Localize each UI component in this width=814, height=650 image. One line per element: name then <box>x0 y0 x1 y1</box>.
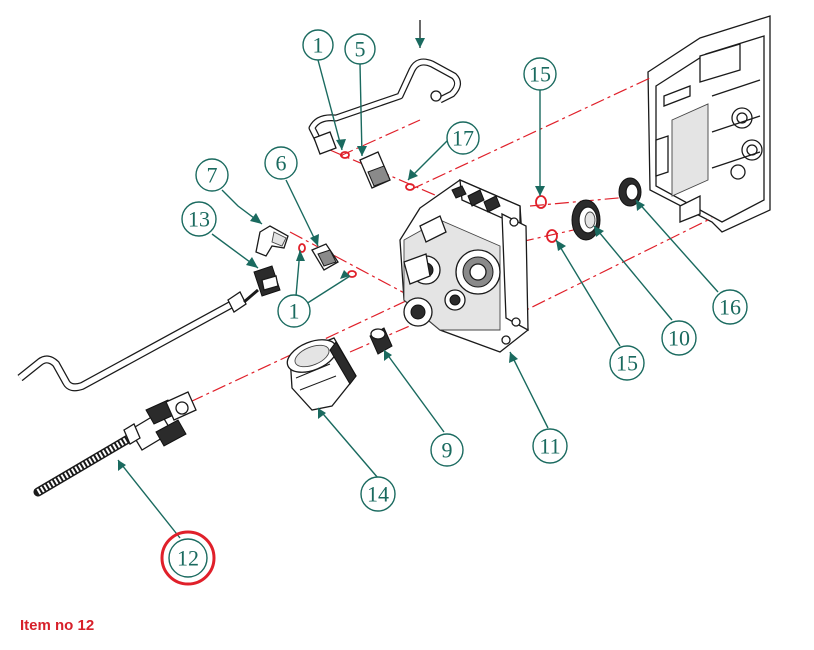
callout-15-bottom-label: 15 <box>616 351 638 376</box>
leader-arrowheads <box>118 38 645 471</box>
callout-1-top-label: 1 <box>313 33 324 58</box>
oil-filter-14 <box>286 337 357 411</box>
oil-pipe-lower <box>17 288 259 392</box>
callout-1-top: 1 <box>302 29 334 61</box>
callout-7-label: 7 <box>207 163 218 188</box>
callout-6-label: 6 <box>276 151 287 176</box>
callout-17: 17 <box>446 121 480 155</box>
oil-pipe-upper <box>308 20 461 155</box>
callout-13: 13 <box>181 201 217 237</box>
adapter-fitting-6 <box>311 243 339 271</box>
tee-fitting-13 <box>253 265 281 297</box>
callout-12[interactable]: 12 <box>160 530 216 586</box>
callout-10: 10 <box>661 320 697 356</box>
callout-13-label: 13 <box>188 207 210 232</box>
callout-16: 16 <box>712 289 748 325</box>
o-rings <box>298 151 558 278</box>
callout-10-label: 10 <box>668 326 690 351</box>
callout-1-bottom-label: 1 <box>289 299 300 324</box>
highlight-ring <box>160 530 216 586</box>
callout-9-label: 9 <box>442 438 453 463</box>
hydraulic-pump-body-11 <box>399 178 529 353</box>
elbow-fitting-7 <box>255 225 289 257</box>
leader-lines <box>117 59 719 539</box>
callout-12-label: 12 <box>177 546 199 571</box>
callout-1-bottom: 1 <box>277 294 311 328</box>
transmission-housing <box>647 15 771 233</box>
selected-item-caption: Item no 12 <box>20 617 95 634</box>
callout-15-bottom: 15 <box>609 345 645 381</box>
fitting-9 <box>369 327 393 355</box>
callout-7: 7 <box>195 158 229 192</box>
callout-17-label: 17 <box>452 126 474 151</box>
callout-15-top-label: 15 <box>529 62 551 87</box>
gear-16 <box>618 177 642 207</box>
callout-9: 9 <box>430 433 464 467</box>
callout-14: 14 <box>360 476 396 512</box>
callout-6: 6 <box>264 146 298 180</box>
callout-11-label: 11 <box>539 434 560 459</box>
gear-10 <box>571 199 601 241</box>
callout-5-label: 5 <box>355 37 366 62</box>
callout-15-top: 15 <box>523 57 557 91</box>
pto-shaft-12 <box>33 391 197 497</box>
callout-14-label: 14 <box>367 482 389 507</box>
callout-16-label: 16 <box>719 295 741 320</box>
callout-5: 5 <box>344 33 376 65</box>
callout-11: 11 <box>532 428 568 464</box>
union-fitting-5 <box>359 151 391 189</box>
